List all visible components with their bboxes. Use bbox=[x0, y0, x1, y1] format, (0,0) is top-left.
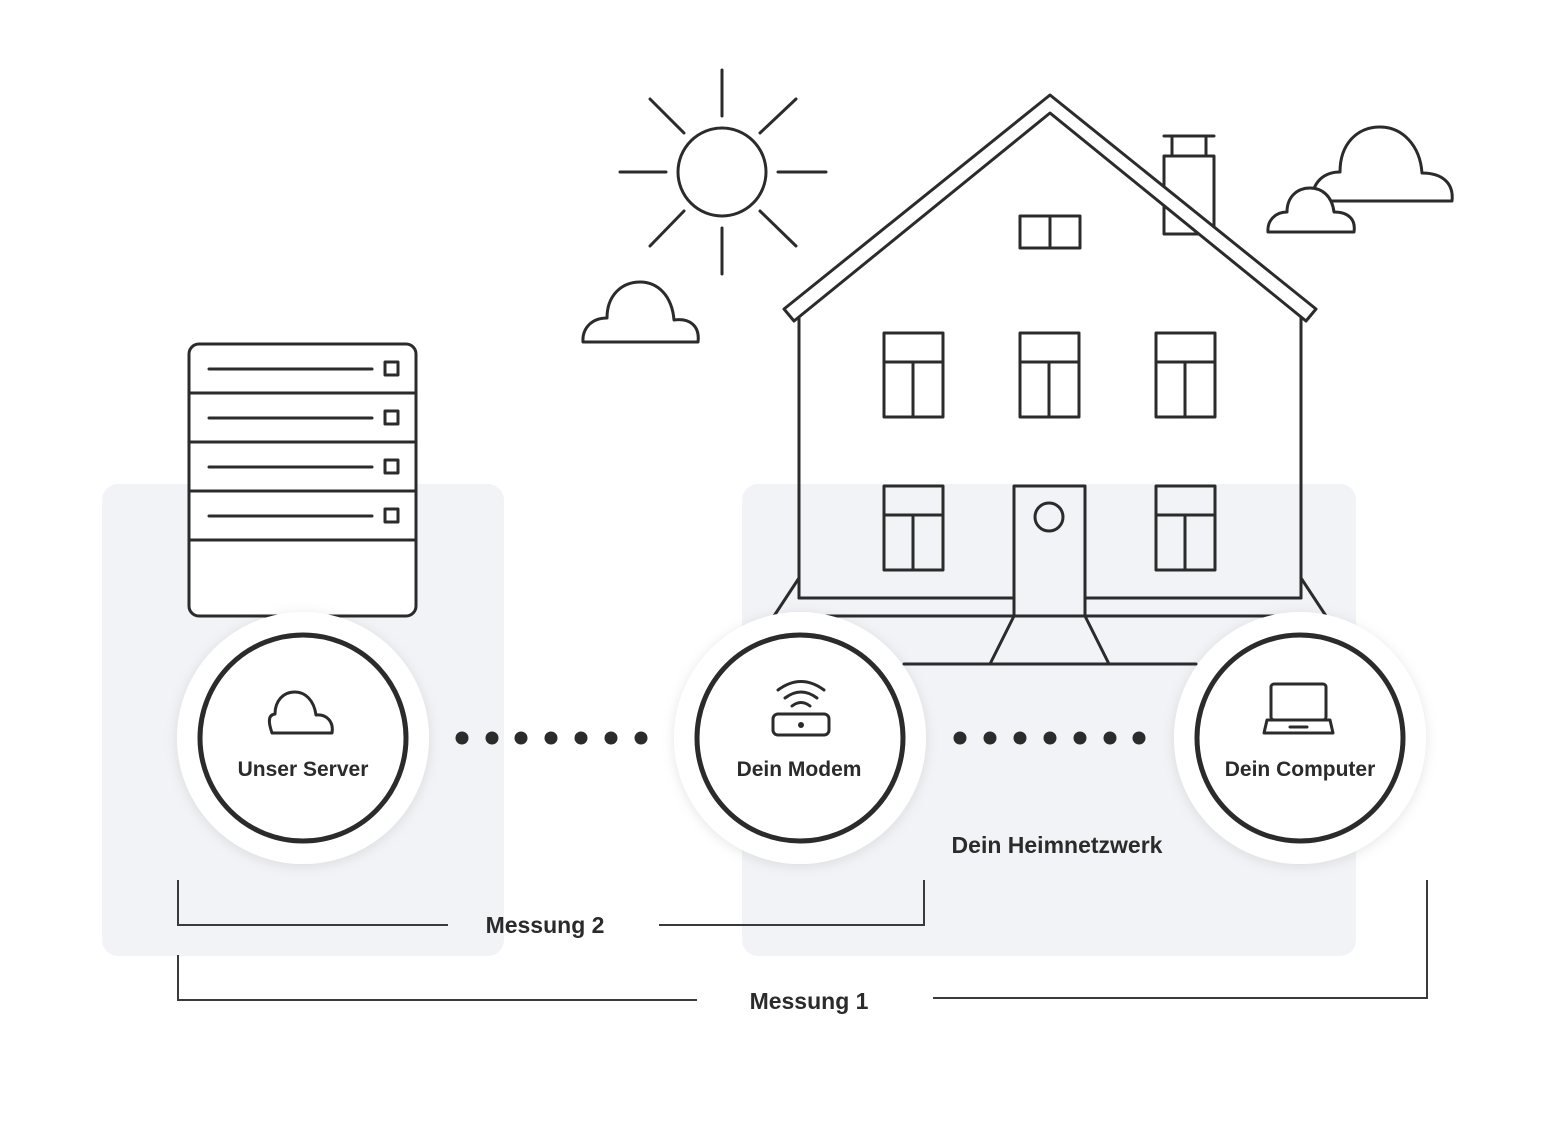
laptop-icon bbox=[1262, 682, 1335, 735]
cloud-left-icon bbox=[581, 280, 700, 344]
node-computer: Dein Computer bbox=[1174, 612, 1426, 864]
node-computer-label: Dein Computer bbox=[1225, 758, 1376, 781]
node-server: Unser Server bbox=[177, 612, 429, 864]
node-modem-label: Dein Modem bbox=[737, 758, 862, 781]
house-illustration bbox=[772, 93, 1328, 666]
measurement-1-bracket bbox=[177, 880, 1428, 1001]
wifi-router-icon bbox=[771, 680, 831, 737]
home-network-label: Dein Heimnetzwerk bbox=[952, 832, 1163, 858]
connection-dots-modem-computer bbox=[953, 731, 1146, 745]
measurement-1-label: Messung 1 bbox=[750, 988, 869, 1014]
sun-icon bbox=[618, 68, 828, 276]
connection-dots-server-modem bbox=[455, 731, 648, 745]
server-rack-illustration bbox=[187, 342, 418, 618]
cloud-icon bbox=[267, 690, 334, 735]
cloud-right-large-icon bbox=[1310, 125, 1454, 203]
node-modem: Dein Modem bbox=[674, 612, 926, 864]
measurement-2-label: Messung 2 bbox=[486, 912, 605, 938]
node-server-label: Unser Server bbox=[238, 758, 369, 781]
home-network-zone bbox=[742, 484, 1356, 956]
cloud-right-small-icon bbox=[1266, 186, 1356, 234]
measurement-2-bracket bbox=[177, 880, 925, 926]
